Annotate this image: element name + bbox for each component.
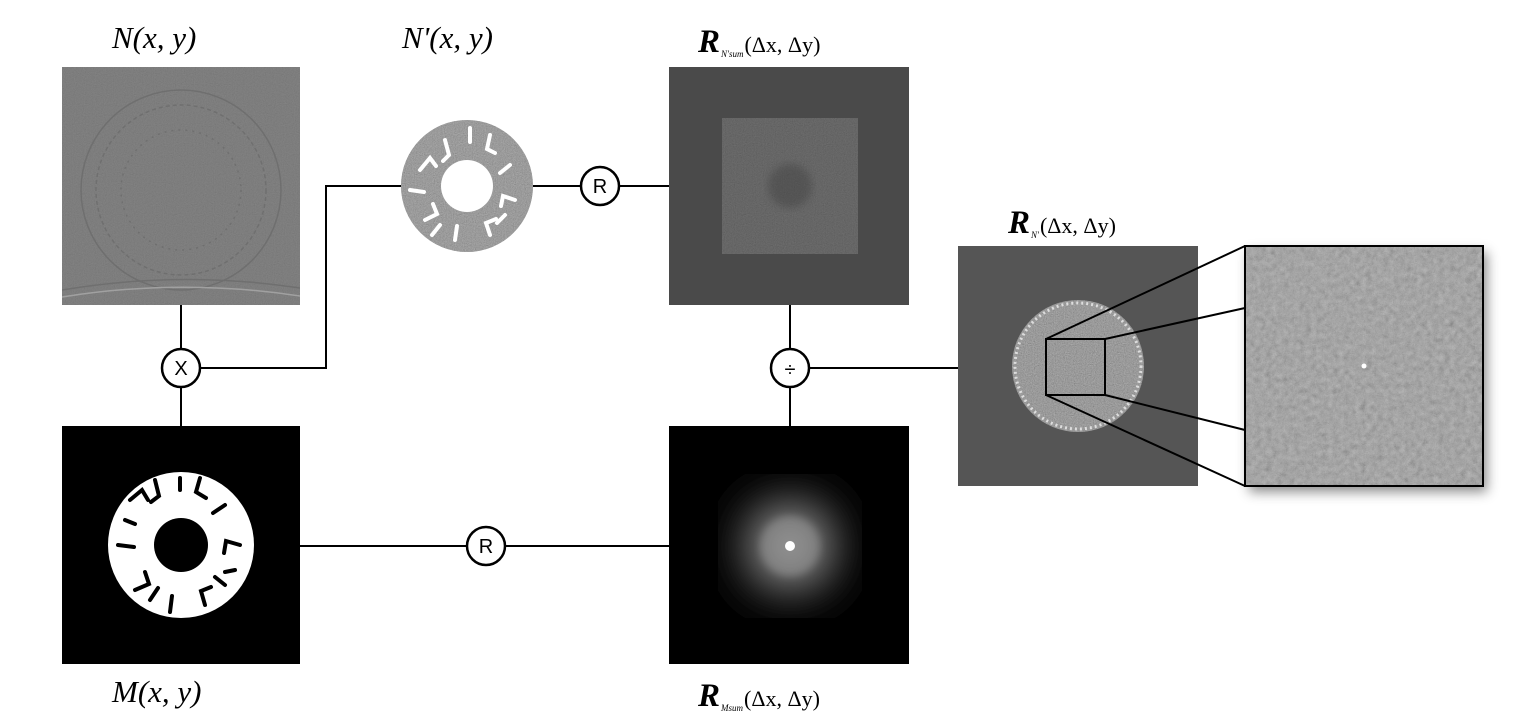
label-r-nsum: RN'sum(Δx, Δy): [698, 24, 821, 60]
zoom-lines: [1045, 245, 1246, 487]
operator-correlate-top-label: R: [593, 176, 607, 198]
image-r-nsum: [669, 67, 909, 305]
operator-multiply: X: [160, 347, 202, 389]
image-m: [62, 426, 300, 664]
label-n: N(x, y): [112, 20, 197, 55]
connector-lines: [180, 185, 958, 547]
label-r-msum: RMsum(Δx, Δy): [698, 678, 820, 714]
operator-divide: ÷: [769, 347, 811, 389]
zoom-inset-border: [1244, 245, 1484, 487]
label-r-n: RN'(Δx, Δy): [1008, 205, 1116, 241]
label-m: M(x, y): [112, 674, 202, 709]
operator-multiply-label: X: [174, 358, 187, 380]
line-multiply-to-nprime: [201, 185, 402, 369]
zoom-inset-texture: [1245, 246, 1483, 486]
image-r-n: [958, 246, 1198, 486]
image-n: [62, 67, 300, 305]
operator-correlate-bottom-label: R: [479, 536, 493, 558]
operator-divide-label: ÷: [785, 359, 796, 381]
image-n-prime-ring: [401, 120, 533, 252]
image-r-msum: [669, 426, 909, 664]
label-n-prime: N'(x, y): [402, 20, 493, 55]
operator-correlate-bottom: R: [465, 525, 507, 567]
operator-correlate-top: R: [579, 165, 621, 207]
